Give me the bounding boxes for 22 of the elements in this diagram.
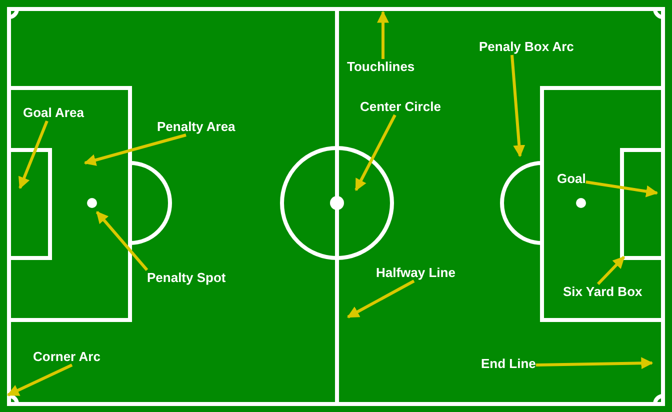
leader-line xyxy=(536,357,654,370)
leader-line xyxy=(354,114,396,192)
leader-line xyxy=(586,180,658,198)
pitch-label: Penaly Box Arc xyxy=(479,39,574,55)
leader-line xyxy=(84,134,186,166)
leader-line xyxy=(96,211,148,271)
pitch-label: Center Circle xyxy=(360,99,441,115)
leader-line xyxy=(6,364,73,396)
pitch-label: Six Yard Box xyxy=(563,284,642,300)
leader-line xyxy=(346,280,415,318)
pitch-label: Goal xyxy=(557,171,586,187)
pitch-label: Penalty Spot xyxy=(147,270,226,286)
pitch-label: Halfway Line xyxy=(376,265,456,281)
pitch-label: End Line xyxy=(481,356,536,372)
pitch-label: Touchlines xyxy=(347,59,415,75)
pitch-label: Penalty Area xyxy=(157,119,236,135)
leader-line xyxy=(596,256,626,286)
leader-line xyxy=(377,10,389,59)
pitch-label: Corner Arc xyxy=(33,349,100,365)
leader-line xyxy=(510,54,526,158)
leader-line xyxy=(18,120,48,190)
pitch-label: Goal Area xyxy=(23,105,84,121)
